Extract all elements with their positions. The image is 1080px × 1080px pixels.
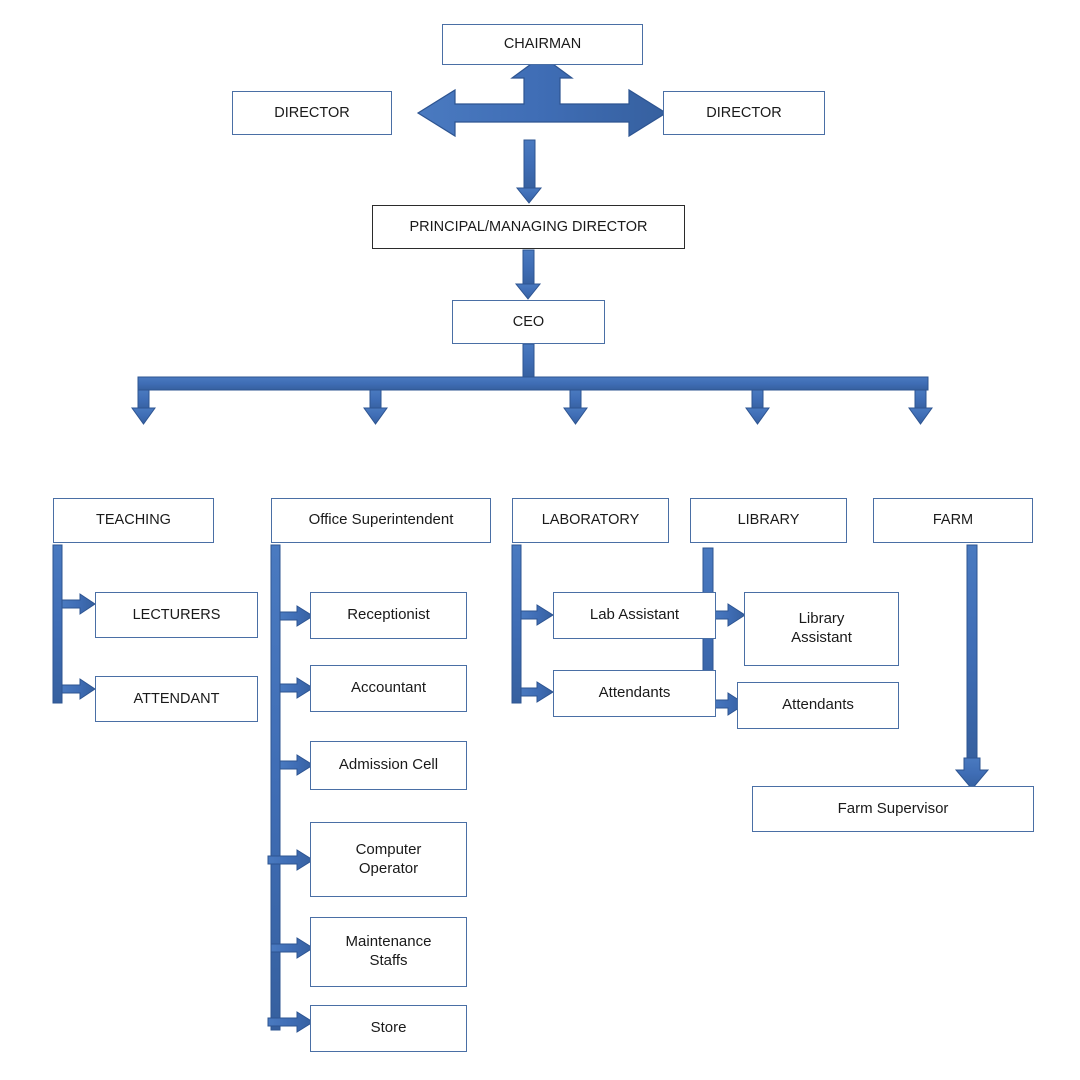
node-chairman[interactable]: CHAIRMAN	[442, 24, 643, 65]
node-director-right[interactable]: DIRECTOR	[663, 91, 825, 135]
ceo-to-bar-line-icon	[522, 343, 535, 379]
node-principal-managing-director-label: PRINCIPAL/MANAGING DIRECTOR	[409, 218, 648, 235]
node-library[interactable]: LIBRARY	[690, 498, 847, 543]
node-store[interactable]: Store	[310, 1005, 467, 1052]
node-computer-operator[interactable]: Computer Operator	[310, 822, 467, 897]
distribution-arrow-1-icon	[131, 389, 156, 425]
node-principal-managing-director[interactable]: PRINCIPAL/MANAGING DIRECTOR	[372, 205, 685, 249]
node-lecturers[interactable]: LECTURERS	[95, 592, 258, 638]
node-teaching-label: TEACHING	[96, 512, 171, 529]
node-office-superintendent[interactable]: Office Superintendent	[271, 498, 491, 543]
node-ceo-label: CEO	[512, 313, 545, 330]
principal-to-ceo-arrow-icon	[514, 249, 542, 300]
node-office-superintendent-label: Office Superintendent	[308, 511, 454, 529]
node-receptionist[interactable]: Receptionist	[310, 592, 467, 639]
node-ceo[interactable]: CEO	[452, 300, 605, 344]
node-receptionist-label: Receptionist	[347, 606, 430, 624]
node-director-left[interactable]: DIRECTOR	[232, 91, 392, 135]
node-chairman-label: CHAIRMAN	[503, 36, 582, 53]
node-library-attendants-label: Attendants	[782, 696, 854, 714]
node-lecturers-label: LECTURERS	[132, 606, 221, 623]
chairman-to-principal-arrow-icon	[515, 139, 543, 204]
node-lab-assistant[interactable]: Lab Assistant	[553, 592, 716, 639]
node-library-label: LIBRARY	[737, 512, 800, 529]
laboratory-branch-connector-icon	[511, 544, 554, 704]
node-laboratory-label: LABORATORY	[541, 512, 640, 529]
node-library-attendants[interactable]: Attendants	[737, 682, 899, 729]
node-laboratory[interactable]: LABORATORY	[512, 498, 669, 543]
node-lab-attendants[interactable]: Attendants	[553, 670, 716, 717]
distribution-arrow-5-icon	[908, 389, 933, 425]
node-admission-cell[interactable]: Admission Cell	[310, 741, 467, 790]
node-computer-operator-label: Computer Operator	[355, 840, 422, 877]
distribution-arrow-2-icon	[363, 389, 388, 425]
node-lab-attendants-label: Attendants	[598, 684, 671, 702]
node-farm-supervisor-label: Farm Supervisor	[837, 799, 949, 817]
office-superintendent-branch-connector-icon	[267, 544, 314, 1033]
node-teaching[interactable]: TEACHING	[53, 498, 214, 543]
node-lab-assistant-label: Lab Assistant	[589, 606, 680, 624]
node-library-assistant[interactable]: Library Assistant	[744, 592, 899, 666]
node-maintenance-staffs[interactable]: Maintenance Staffs	[310, 917, 467, 987]
teaching-branch-connector-icon	[52, 544, 96, 704]
node-library-assistant-label: Library Assistant	[791, 610, 852, 646]
distribution-bar-icon	[137, 376, 929, 391]
node-attendant-label: ATTENDANT	[133, 690, 220, 707]
node-director-left-label: DIRECTOR	[274, 104, 350, 121]
node-farm-label: FARM	[932, 512, 974, 529]
chairman-directors-arrow-icon	[416, 55, 668, 138]
node-farm[interactable]: FARM	[873, 498, 1033, 543]
node-farm-supervisor[interactable]: Farm Supervisor	[752, 786, 1034, 832]
distribution-arrow-4-icon	[745, 389, 770, 425]
node-admission-cell-label: Admission Cell	[338, 756, 439, 774]
node-maintenance-staffs-label: Maintenance Staffs	[345, 933, 432, 969]
node-accountant-label: Accountant	[350, 679, 427, 697]
node-director-right-label: DIRECTOR	[706, 104, 782, 121]
distribution-arrow-3-icon	[563, 389, 588, 425]
node-accountant[interactable]: Accountant	[310, 665, 467, 712]
node-store-label: Store	[370, 1019, 407, 1037]
farm-branch-connector-icon	[954, 544, 990, 790]
node-attendant[interactable]: ATTENDANT	[95, 676, 258, 722]
